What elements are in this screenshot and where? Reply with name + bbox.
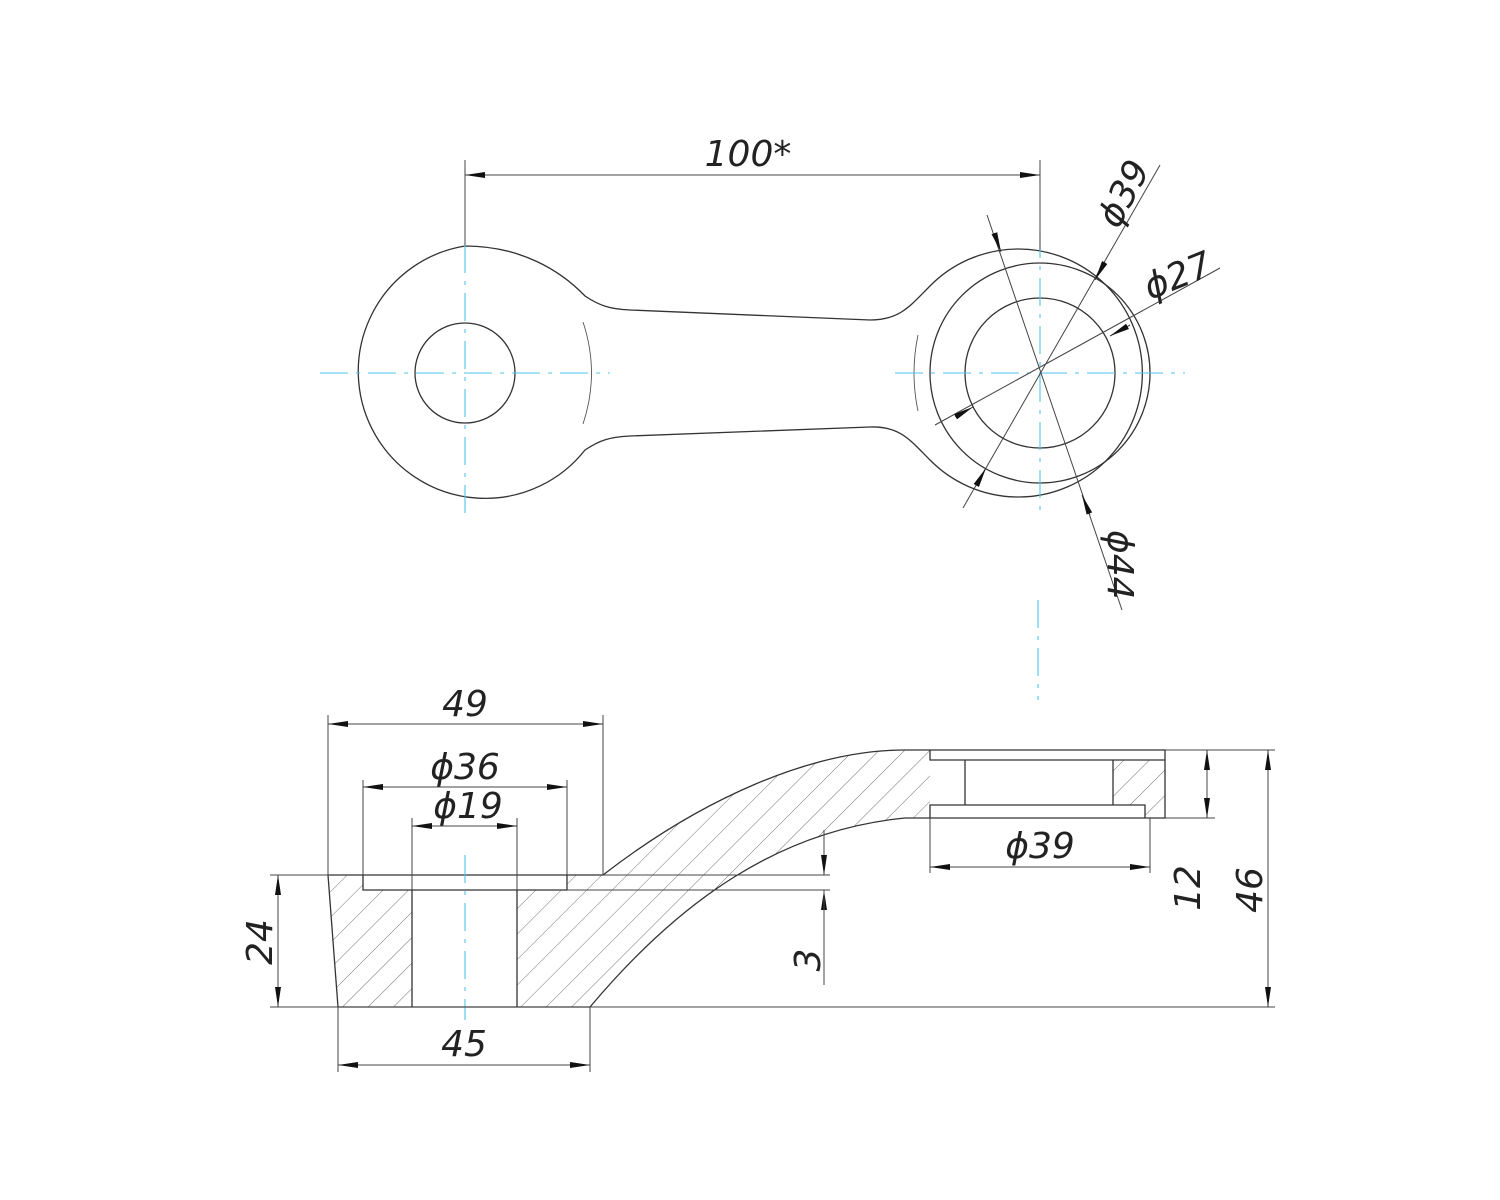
top-view: 100* ϕ39 ϕ27 ϕ44	[320, 134, 1221, 700]
dim-d39-top: ϕ39	[1090, 154, 1159, 235]
dim-height-12: 12	[1168, 865, 1209, 911]
section-view: 49 ϕ36 ϕ19 24 45 3 ϕ39 12 46	[240, 684, 1275, 1072]
dim-d39-section: ϕ39	[1005, 826, 1075, 867]
section-hatch	[328, 750, 1165, 1007]
dim-center-distance: 100*	[705, 134, 792, 175]
dim-gap-3: 3	[788, 949, 829, 972]
dim-d44: ϕ44	[1099, 530, 1140, 600]
dim-width-45: 45	[441, 1024, 487, 1065]
dim-d19: ϕ19	[433, 786, 503, 827]
dim-d27: ϕ27	[1138, 244, 1218, 308]
arm-outline	[357, 245, 1144, 499]
dim-height-46: 46	[1230, 867, 1271, 913]
dim-d36: ϕ36	[430, 747, 500, 788]
dim-height-24: 24	[240, 919, 281, 965]
dim-width-49: 49	[442, 684, 488, 725]
